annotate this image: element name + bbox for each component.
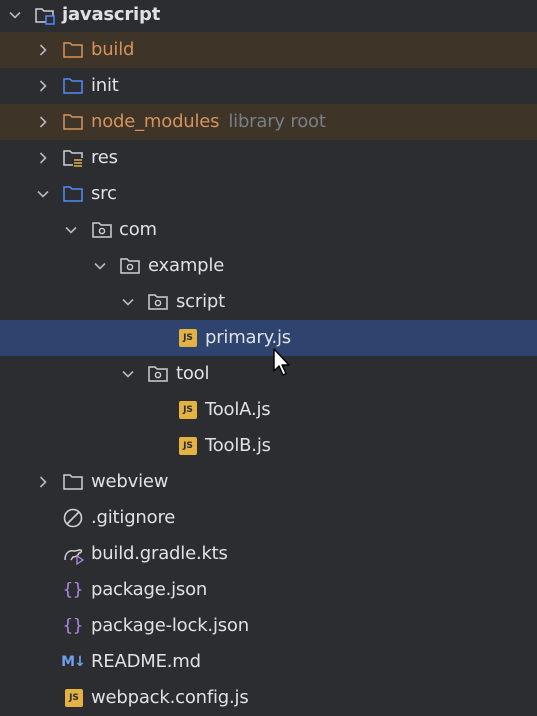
- tree-row-toolb-js[interactable]: JS ToolB.js: [0, 428, 537, 464]
- package-folder-icon: [147, 291, 169, 313]
- tree-row-label: res: [91, 147, 118, 168]
- chevron-down-icon[interactable]: [91, 248, 109, 284]
- js-file-icon: JS: [177, 399, 199, 421]
- tree-row-webpack-config-js[interactable]: JS webpack.config.js: [0, 680, 537, 716]
- tree-row-javascript[interactable]: javascript: [0, 0, 537, 33]
- chevron-right-icon[interactable]: [34, 32, 52, 68]
- json-file-icon: {}: [62, 579, 84, 601]
- js-file-icon: JS: [177, 327, 199, 349]
- md-badge: M↓: [61, 654, 86, 670]
- chevron-right-icon[interactable]: [34, 68, 52, 104]
- tree-row-node-modules[interactable]: node_modules library root: [0, 104, 537, 140]
- chevron-right-icon[interactable]: [34, 104, 52, 140]
- tree-row-label: ToolA.js: [205, 399, 271, 420]
- tree-row-label: com: [119, 219, 157, 240]
- js-badge: JS: [179, 329, 197, 347]
- js-badge: JS: [65, 689, 83, 707]
- tree-row-package-lock-json[interactable]: {} package-lock.json: [0, 608, 537, 644]
- tree-row-toola-js[interactable]: JS ToolA.js: [0, 392, 537, 428]
- tree-row-webview[interactable]: webview: [0, 464, 537, 500]
- tree-row-label: build.gradle.kts: [91, 543, 228, 564]
- tree-row-label: ToolB.js: [205, 435, 271, 456]
- tree-row-label: package.json: [91, 579, 208, 600]
- tree-row-label: .gitignore: [91, 507, 176, 528]
- tree-row-label: init: [91, 75, 119, 96]
- tree-row-label: README.md: [91, 651, 201, 672]
- tree-row-res[interactable]: res: [0, 140, 537, 176]
- chevron-down-icon[interactable]: [34, 176, 52, 212]
- chevron-down-icon[interactable]: [119, 356, 137, 392]
- json-file-icon: {}: [62, 615, 84, 637]
- folder-icon: [62, 471, 84, 493]
- markdown-file-icon: M↓: [61, 651, 86, 673]
- tree-row-src[interactable]: src: [0, 176, 537, 212]
- tree-row-label: src: [91, 183, 117, 204]
- brace-glyph: {}: [62, 616, 84, 636]
- tree-row-readme-md[interactable]: M↓ README.md: [0, 644, 537, 680]
- tree-row-gitignore[interactable]: .gitignore: [0, 500, 537, 536]
- js-file-icon: JS: [177, 435, 199, 457]
- gradle-icon: [62, 543, 84, 565]
- tree-row-label: node_modules library root: [91, 104, 326, 140]
- tree-row-label: package-lock.json: [91, 615, 249, 636]
- excluded-folder-icon: [62, 111, 84, 133]
- tree-row-example[interactable]: example: [0, 248, 537, 284]
- resources-folder-icon: [62, 147, 84, 169]
- library-root-hint: library root: [228, 111, 326, 132]
- source-folder-icon: [62, 75, 84, 97]
- package-folder-icon: [119, 255, 141, 277]
- tree-row-label: script: [176, 291, 225, 312]
- module-folder-icon: [34, 4, 56, 26]
- tree-row-label: webpack.config.js: [91, 687, 249, 708]
- chevron-right-icon[interactable]: [34, 140, 52, 176]
- ignore-file-icon: [62, 507, 84, 529]
- source-folder-icon: [62, 183, 84, 205]
- tree-row-label: build: [91, 39, 135, 60]
- folder-name: node_modules: [91, 111, 220, 132]
- tree-row-tool[interactable]: tool: [0, 356, 537, 392]
- tree-row-com[interactable]: com: [0, 212, 537, 248]
- tree-row-label: javascript: [62, 4, 161, 25]
- js-file-icon: JS: [63, 687, 85, 709]
- tree-row-label: example: [148, 255, 225, 276]
- tree-row-script[interactable]: script: [0, 284, 537, 320]
- tree-row-label: tool: [176, 363, 210, 384]
- package-folder-icon: [91, 219, 113, 241]
- tree-row-label: webview: [91, 471, 169, 492]
- chevron-down-icon[interactable]: [6, 0, 24, 33]
- tree-row-primary-js[interactable]: JS primary.js: [0, 320, 537, 356]
- chevron-down-icon[interactable]: [119, 284, 137, 320]
- tree-row-init[interactable]: init: [0, 68, 537, 104]
- tree-row-label: primary.js: [205, 327, 291, 348]
- brace-glyph: {}: [62, 580, 84, 600]
- tree-row-build[interactable]: build: [0, 32, 537, 68]
- mouse-cursor-icon: [273, 348, 290, 376]
- js-badge: JS: [179, 437, 197, 455]
- package-folder-icon: [147, 363, 169, 385]
- chevron-right-icon[interactable]: [34, 464, 52, 500]
- excluded-folder-icon: [62, 39, 84, 61]
- tree-row-build-gradle-kts[interactable]: build.gradle.kts: [0, 536, 537, 572]
- js-badge: JS: [179, 401, 197, 419]
- chevron-down-icon[interactable]: [62, 212, 80, 248]
- tree-row-package-json[interactable]: {} package.json: [0, 572, 537, 608]
